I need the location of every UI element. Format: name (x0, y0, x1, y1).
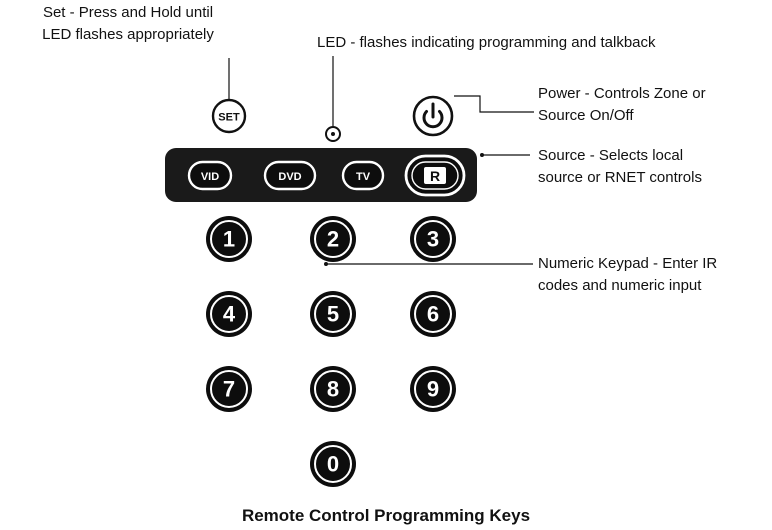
keypad-key-8-label: 8 (327, 377, 339, 402)
keypad-key-0-label: 0 (327, 452, 339, 477)
led-indicator (325, 126, 341, 142)
set-callout: Set - Press and Hold until LED flashes a… (0, 2, 256, 46)
led-callout-line1: LED - flashes indicating programming and… (317, 34, 656, 51)
keypad-leader-dot (324, 262, 328, 266)
vid-button-label: VID (201, 171, 219, 183)
keypad-key-0[interactable]: 0 (310, 441, 356, 487)
power-button[interactable] (412, 95, 454, 137)
source-tv-button[interactable]: TV (341, 160, 385, 191)
keypad-callout-line2: codes and numeric input (538, 277, 702, 294)
set-button[interactable]: SET (211, 98, 247, 134)
keypad-key-4-label: 4 (223, 302, 236, 327)
set-callout-line2: LED flashes appropriately (42, 26, 214, 43)
keypad-key-7[interactable]: 7 (206, 366, 252, 412)
rnet-logo-icon: R (424, 167, 446, 184)
figure-caption: Remote Control Programming Keys (241, 506, 531, 525)
keypad-callout: Numeric Keypad - Enter IR codes and nume… (538, 253, 717, 297)
keypad-key-6-label: 6 (427, 302, 439, 327)
tv-button-label: TV (356, 171, 371, 183)
keypad-key-1[interactable]: 1 (206, 216, 252, 262)
keypad-key-9-label: 9 (427, 377, 439, 402)
keypad-key-1-label: 1 (223, 227, 235, 252)
led-callout: LED - flashes indicating programming and… (317, 32, 656, 54)
power-callout-line1: Power - Controls Zone or (538, 85, 706, 102)
keypad-key-7-label: 7 (223, 377, 235, 402)
source-dvd-button[interactable]: DVD (263, 160, 317, 191)
keypad-key-4[interactable]: 4 (206, 291, 252, 337)
dvd-button-label: DVD (278, 171, 301, 183)
source-callout: Source - Selects local source or RNET co… (538, 145, 702, 189)
power-leader-line (454, 95, 534, 113)
power-icon (422, 102, 444, 129)
source-callout-line1: Source - Selects local (538, 147, 684, 164)
keypad-key-2[interactable]: 2 (310, 216, 356, 262)
source-leader-dot (480, 153, 484, 157)
keypad-key-2-label: 2 (327, 227, 339, 252)
source-vid-button[interactable]: VID (187, 160, 233, 191)
power-callout: Power - Controls Zone or Source On/Off (538, 83, 706, 127)
keypad-callout-line1: Numeric Keypad - Enter IR (538, 255, 718, 272)
keypad-key-9[interactable]: 9 (410, 366, 456, 412)
source-callout-line2: source or RNET controls (538, 169, 702, 186)
keypad-key-3-label: 3 (427, 227, 439, 252)
set-button-label: SET (218, 112, 240, 124)
set-callout-line1: Set - Press and Hold until (42, 4, 214, 21)
source-bar (165, 148, 477, 202)
leader-lines (228, 56, 534, 265)
keypad-key-6[interactable]: 6 (410, 291, 456, 337)
keypad-key-8[interactable]: 8 (310, 366, 356, 412)
power-callout-line2: Source On/Off (538, 107, 634, 124)
keypad-key-3[interactable]: 3 (410, 216, 456, 262)
source-rnet-button[interactable]: R (404, 154, 466, 197)
rnet-button-label: R (430, 168, 440, 184)
keypad-key-5[interactable]: 5 (310, 291, 356, 337)
numeric-keypad: 1 2 3 4 5 6 7 8 9 0 (206, 216, 456, 487)
keypad-key-5-label: 5 (327, 302, 339, 327)
